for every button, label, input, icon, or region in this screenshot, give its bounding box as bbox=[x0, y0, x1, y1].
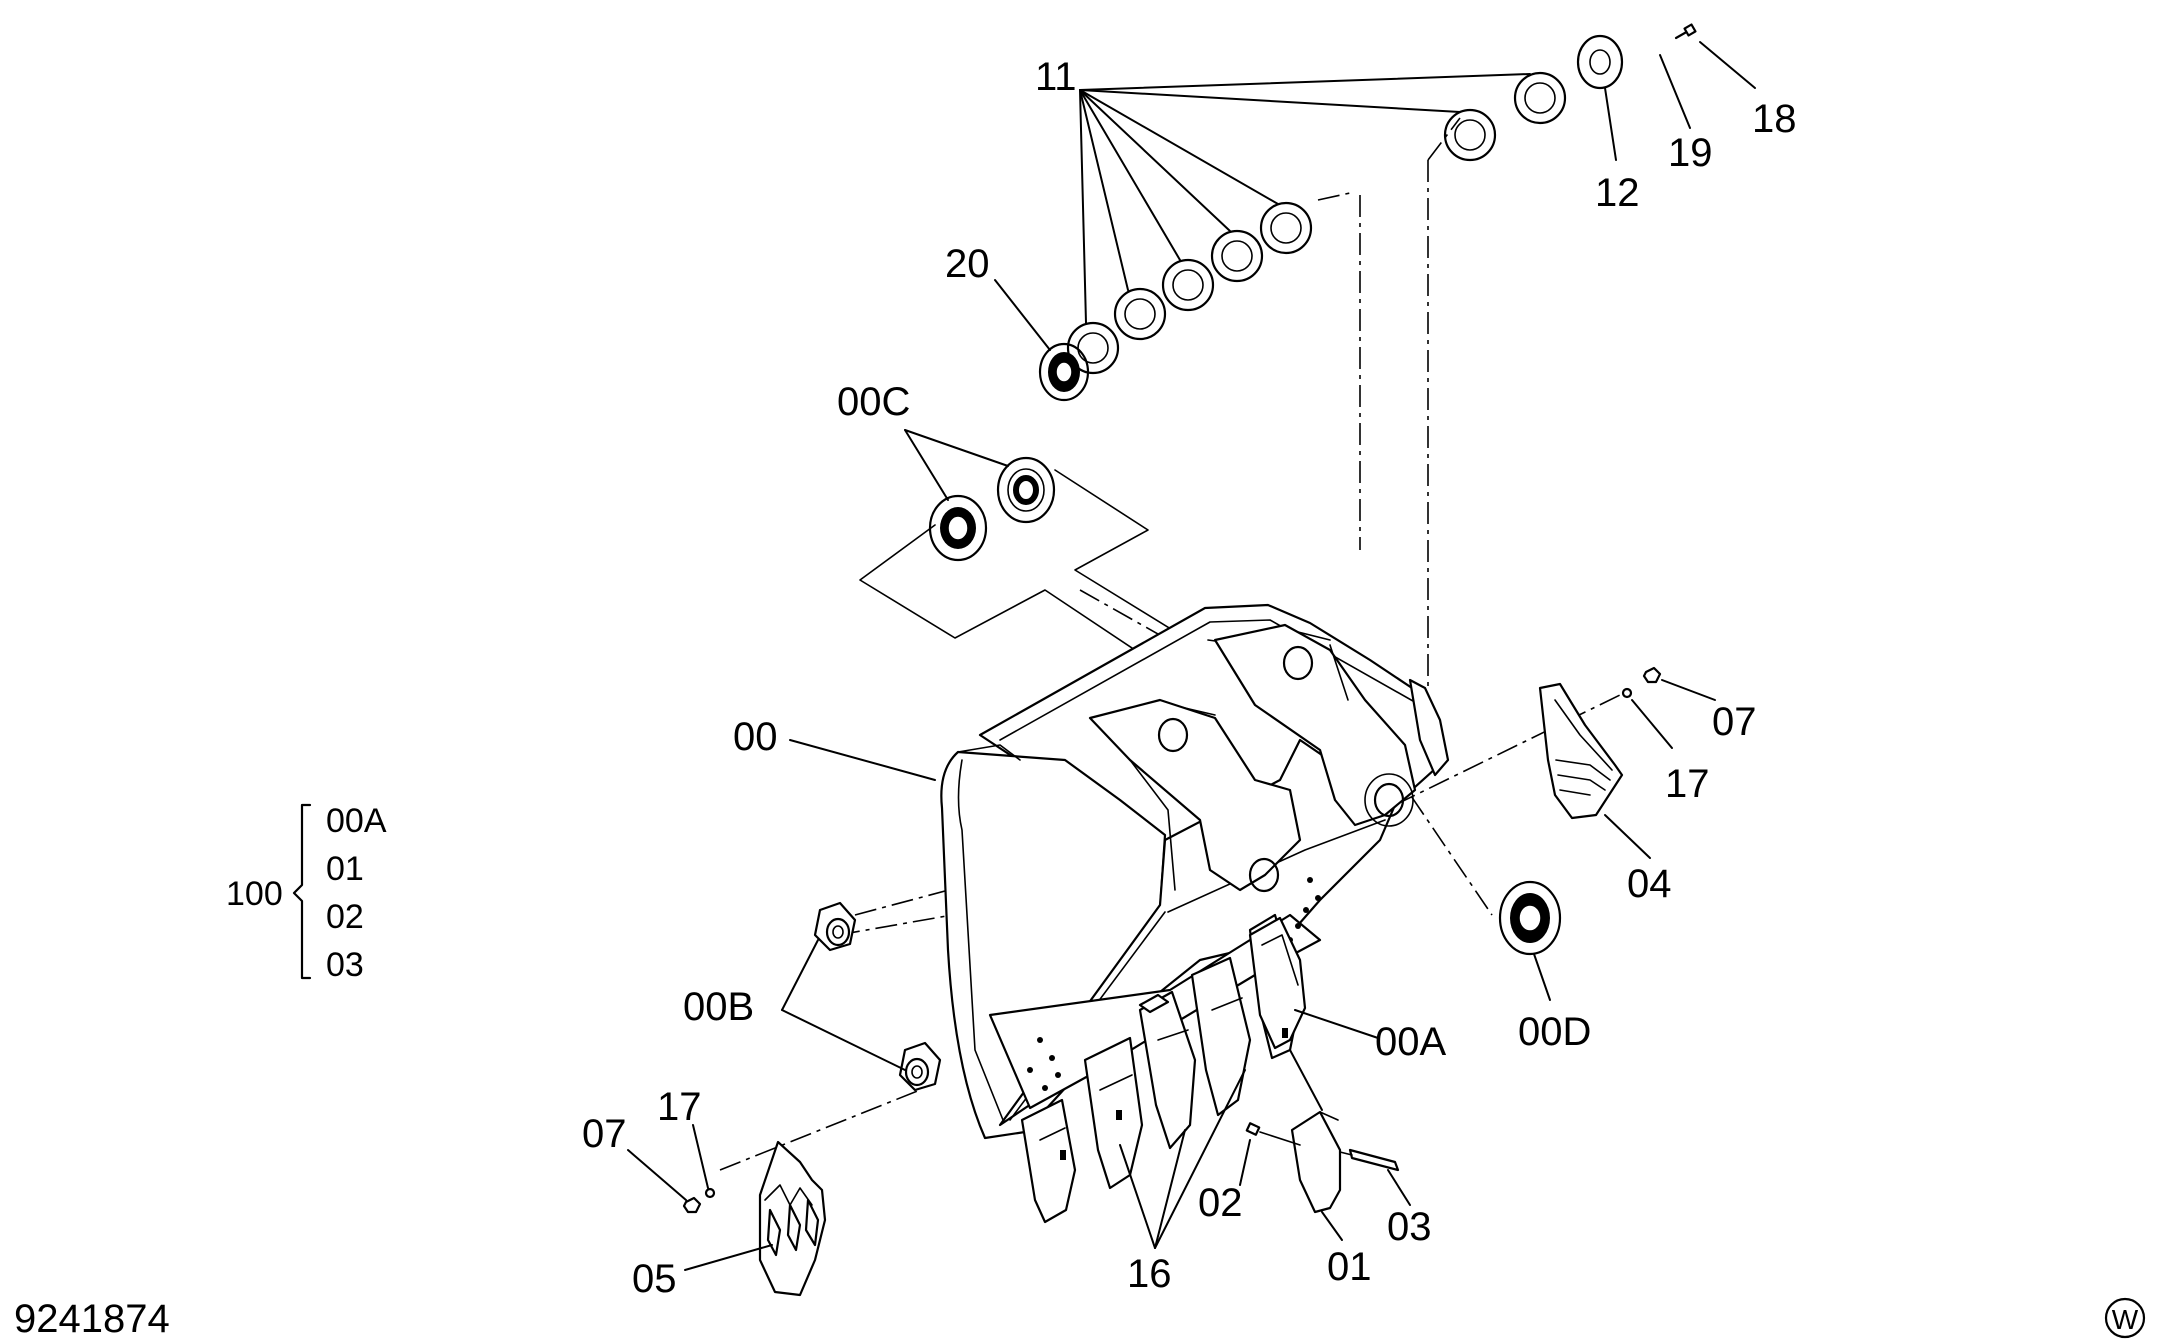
callout-04: 04 bbox=[1627, 862, 1672, 906]
callout-02: 02 bbox=[1198, 1181, 1243, 1225]
leader-02 bbox=[1239, 1139, 1251, 1186]
pin-02 bbox=[1245, 1122, 1301, 1146]
washer-17-right bbox=[1621, 687, 1633, 699]
leader-18 bbox=[1699, 41, 1756, 89]
leader-07-right bbox=[1661, 679, 1716, 701]
leader-00B-a bbox=[781, 939, 819, 1011]
leader-00D bbox=[1533, 953, 1551, 1001]
washer-12 bbox=[1576, 34, 1624, 90]
adapter-00A bbox=[1248, 916, 1307, 1050]
callout-03: 03 bbox=[1387, 1205, 1432, 1249]
shim-ring-4 bbox=[1210, 229, 1264, 283]
shim-ring-5 bbox=[1259, 201, 1313, 255]
assembly-group-bracket bbox=[292, 803, 312, 980]
callout-07-right: 07 bbox=[1712, 700, 1757, 744]
callout-07-left: 07 bbox=[582, 1112, 627, 1156]
assembly-group: 100 00A 01 02 03 bbox=[226, 802, 387, 984]
bolt-18 bbox=[1674, 23, 1697, 40]
assembly-group-number: 100 bbox=[226, 875, 283, 913]
leader-00 bbox=[789, 739, 936, 781]
corner-mark-badge: W bbox=[2104, 1297, 2146, 1339]
bucket-body-00 bbox=[940, 603, 1450, 1140]
shim-ring-3 bbox=[1161, 258, 1215, 312]
callout-00D: 00D bbox=[1518, 1010, 1591, 1054]
drawing-number: 9241874 bbox=[14, 1297, 170, 1341]
leader-04 bbox=[1604, 814, 1651, 859]
callout-12: 12 bbox=[1595, 171, 1640, 215]
leader-16-b bbox=[1154, 1129, 1186, 1249]
leader-16-c bbox=[1154, 1069, 1246, 1249]
callout-00B: 00B bbox=[683, 985, 754, 1029]
leader-00C-a bbox=[904, 429, 1009, 467]
bushing-plane-outlines bbox=[859, 469, 1206, 661]
callout-01: 01 bbox=[1327, 1245, 1372, 1289]
nut-07-right bbox=[1642, 666, 1662, 684]
bushing-00C-rear bbox=[996, 456, 1056, 524]
shim-stack-11 bbox=[1066, 71, 1567, 375]
callout-20: 20 bbox=[945, 242, 990, 286]
lock-03 bbox=[1339, 1148, 1400, 1172]
bushing-00B-upper bbox=[813, 901, 857, 952]
callout-19: 19 bbox=[1668, 131, 1713, 175]
leader-00B-b bbox=[781, 1009, 906, 1071]
callout-labels: 11 18 19 12 20 00C 00 07 17 04 00D 00A 0… bbox=[582, 55, 1797, 1301]
callout-16: 16 bbox=[1127, 1252, 1172, 1296]
callout-18: 18 bbox=[1752, 97, 1797, 141]
leader-05 bbox=[684, 1244, 773, 1271]
side-cutter-05 bbox=[758, 1140, 827, 1297]
assembly-item-1: 00A bbox=[326, 802, 387, 840]
shim-ring-2 bbox=[1113, 287, 1167, 341]
leader-07-left bbox=[627, 1149, 687, 1201]
leader-17-left bbox=[692, 1124, 709, 1189]
side-cutter-04 bbox=[1538, 682, 1624, 820]
leader-20 bbox=[994, 279, 1051, 351]
shim-ring-6 bbox=[1443, 108, 1497, 162]
seal-20 bbox=[1038, 342, 1090, 402]
assembly-item-2: 01 bbox=[326, 850, 364, 888]
corner-mark-letter: W bbox=[2112, 1304, 2139, 1335]
leader-00A-lower bbox=[1289, 1049, 1323, 1111]
leader-03 bbox=[1387, 1169, 1411, 1206]
leader-19 bbox=[1659, 54, 1691, 129]
shim-ring-7 bbox=[1513, 71, 1567, 125]
assembly-item-3: 02 bbox=[326, 898, 364, 936]
leader-17-right bbox=[1631, 699, 1673, 749]
bushing-00D bbox=[1498, 880, 1562, 956]
bushing-00B-lower bbox=[898, 1041, 942, 1092]
washer-17-left bbox=[704, 1187, 716, 1199]
leader-16-a bbox=[1119, 1144, 1156, 1249]
callout-17-left: 17 bbox=[657, 1085, 702, 1129]
leader-00A bbox=[1294, 1009, 1379, 1039]
callout-11: 11 bbox=[1035, 55, 1077, 99]
leader-12 bbox=[1604, 87, 1617, 161]
callout-00C: 00C bbox=[837, 380, 910, 424]
nut-07-left bbox=[682, 1196, 702, 1214]
leader-00C-b bbox=[904, 429, 949, 501]
bushing-00C-front bbox=[928, 494, 988, 562]
leader-01 bbox=[1321, 1211, 1343, 1241]
callout-05: 05 bbox=[632, 1257, 677, 1301]
callout-17-right: 17 bbox=[1665, 762, 1710, 806]
callout-00: 00 bbox=[733, 715, 778, 759]
callout-00A: 00A bbox=[1375, 1020, 1446, 1064]
shim-leaders bbox=[1079, 73, 1531, 324]
assembly-item-4: 03 bbox=[326, 946, 364, 984]
tooth-point-01 bbox=[1290, 1110, 1342, 1214]
